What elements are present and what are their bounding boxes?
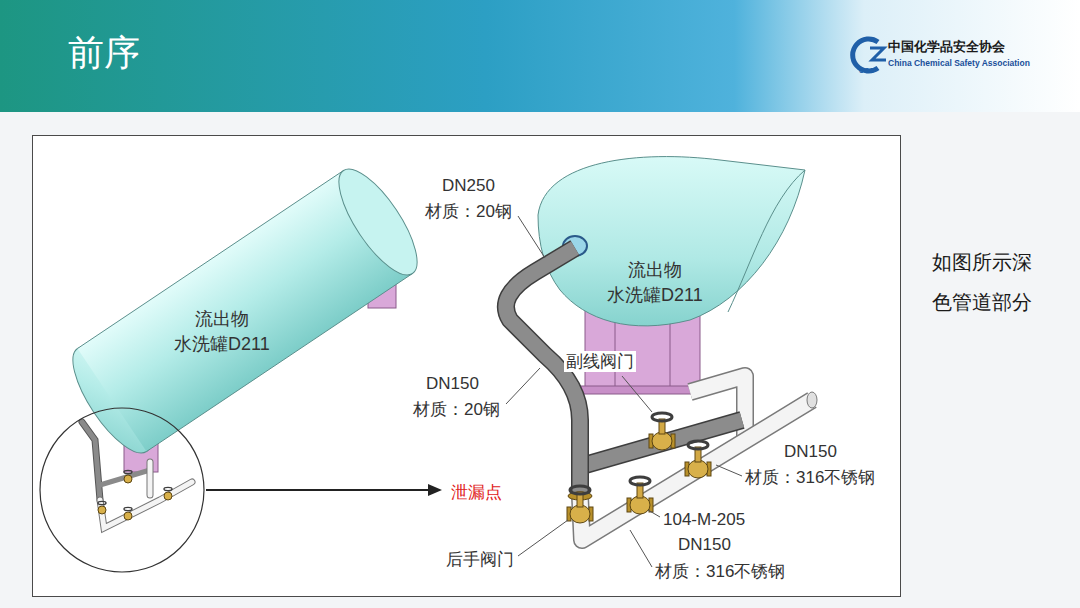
mini-pipe [82, 422, 100, 500]
picture-frame [33, 136, 901, 597]
pipe-material: 材质：316不锈钢 [743, 467, 877, 488]
logo-name: China Chemical Safety Association [888, 58, 1030, 69]
drawing-part [506, 368, 540, 404]
drawing-part [716, 465, 742, 476]
drawing-part [164, 487, 172, 500]
tank-shell [538, 157, 805, 326]
drawing-part [627, 477, 653, 514]
logo-letters: CSA [859, 67, 874, 76]
tank-label: 流出物 水洗罐D211 [174, 307, 270, 357]
tank-edge [147, 274, 413, 452]
valve-tag: 104-M-205 [661, 509, 747, 530]
drawing-part [124, 507, 132, 520]
tank-support [580, 386, 706, 394]
pointer-arrow [206, 489, 430, 491]
drawing-part [518, 216, 545, 258]
drawing-part [649, 413, 675, 450]
mini-pipe [82, 422, 100, 500]
mini-pipe [100, 462, 192, 528]
drawing-part [518, 520, 568, 556]
magnifier-circle [40, 408, 204, 572]
pipe-size: DN150 [424, 373, 481, 394]
tank-caption: 流出物 水洗罐D211 [174, 307, 270, 357]
tank-label: 流出物 水洗罐D211 [607, 258, 703, 308]
pipe-material: 材质：20钢 [411, 399, 502, 420]
drawing-part [98, 501, 106, 514]
tank-head [325, 158, 431, 286]
pipe-size: DN150 [676, 534, 733, 555]
pipe-material: 材质：316不锈钢 [653, 561, 787, 582]
drawing-part [648, 510, 660, 517]
pipe-material: 材质：20钢 [423, 201, 514, 222]
valve-name: 后手阀门 [444, 549, 516, 570]
tank-edge [728, 170, 805, 312]
drawing-part [685, 441, 711, 478]
side-note: 如图所示深色管道部分 [932, 242, 1034, 322]
pipe-end [807, 392, 817, 408]
logo-mark [853, 39, 878, 71]
pipe-size: DN150 [782, 441, 839, 462]
pointer-arrowhead [428, 484, 442, 496]
drawing-part [622, 376, 652, 412]
drawing-part [630, 530, 652, 567]
valve-name: 副线阀门 [564, 351, 636, 372]
tank-caption: 流出物 水洗罐D211 [607, 258, 703, 308]
leak-point: 泄漏点 [449, 482, 504, 503]
drawing-part [124, 470, 132, 483]
slide-title: 前序 [68, 30, 140, 75]
header-band [0, 0, 1080, 112]
logo-mark [870, 48, 886, 60]
drawing-part [567, 486, 593, 523]
pipe-size: DN250 [440, 175, 497, 196]
mini-pipe [100, 462, 192, 528]
mini-pipe [100, 470, 150, 485]
logo-name: 中国化学品安全协会 [888, 39, 1005, 55]
